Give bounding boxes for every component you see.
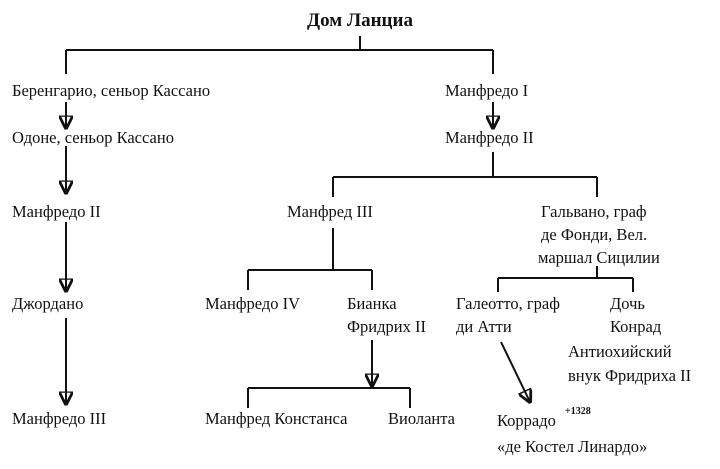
node-odone: Одоне, сеньор Кассано bbox=[12, 128, 174, 147]
node-corrado-superscript: +1328 bbox=[565, 406, 591, 417]
tree-connectors bbox=[66, 36, 634, 408]
node-manfred-constance: Манфред Констанса bbox=[205, 409, 348, 428]
node-daughter-line2: Конрад bbox=[610, 317, 662, 336]
node-berengario: Беренгарио, сеньор Кассано bbox=[12, 81, 210, 100]
node-daughter-line4: внук Фридриха II bbox=[568, 366, 691, 385]
node-bianka-line2: Фридрих II bbox=[347, 317, 426, 336]
tree-nodes: Беренгарио, сеньор Кассано Манфредо I Од… bbox=[12, 81, 691, 456]
node-galvano-line2: де Фонди, Вел. bbox=[541, 225, 647, 244]
node-daughter-line3: Антиохийский bbox=[568, 342, 672, 361]
node-manfredo2-right: Манфредо II bbox=[445, 128, 534, 147]
node-corrado-line2: «де Костел Линардо» bbox=[497, 437, 647, 456]
node-galvano-line3: маршал Сицилии bbox=[538, 248, 660, 267]
node-giordano: Джордано bbox=[12, 294, 83, 313]
node-manfredo1: Манфредо I bbox=[445, 81, 528, 100]
node-violanta: Виоланта bbox=[388, 409, 456, 428]
node-manfredo3-left: Манфредо III bbox=[12, 409, 106, 428]
node-galeotto-line1: Галеотто, граф bbox=[456, 294, 560, 313]
node-manfredo4: Манфредо IV bbox=[205, 294, 300, 313]
node-corrado: Коррадо bbox=[497, 411, 556, 430]
node-daughter-line1: Дочь bbox=[610, 294, 645, 313]
arrow-galeotto-corrado bbox=[500, 341, 530, 402]
node-galvano-line1: Гальвано, граф bbox=[541, 202, 647, 221]
diagram-title: Дом Ланциа bbox=[307, 10, 413, 31]
node-manfred3: Манфред III bbox=[287, 202, 373, 221]
node-galeotto-line2: ди Атти bbox=[456, 317, 512, 336]
node-manfredo2-left: Манфредо II bbox=[12, 202, 101, 221]
node-bianka-line1: Бианка bbox=[347, 294, 397, 313]
